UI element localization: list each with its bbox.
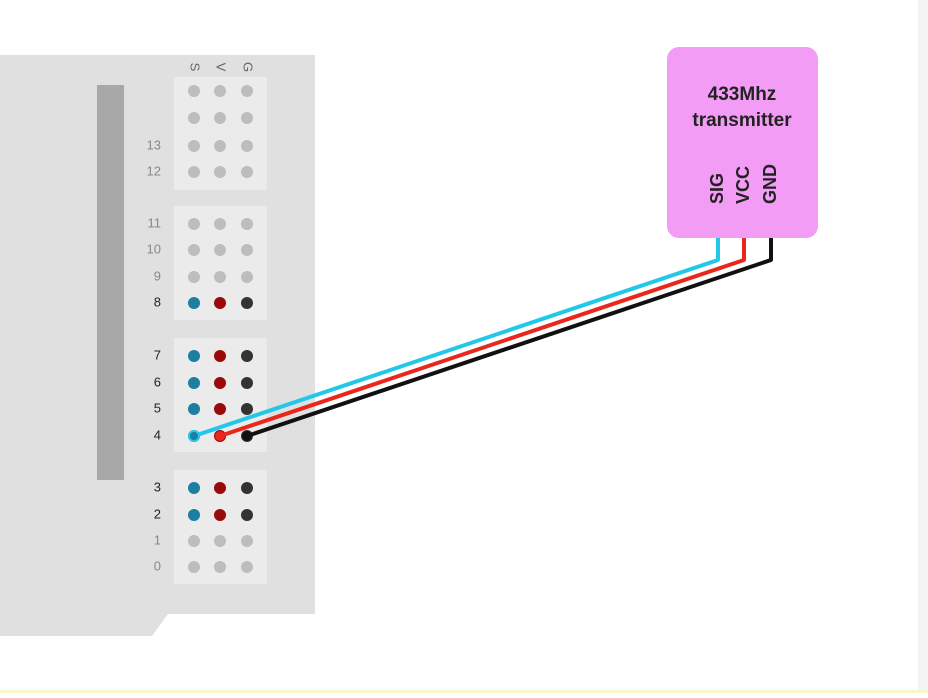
board-rail: [97, 85, 124, 480]
pin-ground-dot[interactable]: [241, 85, 253, 97]
pin-power-dot[interactable]: [214, 535, 226, 547]
pin-row-10: 10: [147, 241, 253, 256]
header-label-s: S: [188, 63, 203, 72]
transmitter-module: 433Mhz transmitter SIG VCC GND: [667, 47, 818, 238]
pin-label: 10: [147, 241, 161, 256]
pin-row-7: 7: [154, 347, 253, 362]
pin-signal-dot[interactable]: [188, 350, 200, 362]
pin-power-dot[interactable]: [214, 271, 226, 283]
header-label-v: V: [214, 63, 229, 72]
pin-ground-dot[interactable]: [241, 350, 253, 362]
transmitter-title-line2: transmitter: [692, 110, 792, 131]
pin-power-dot[interactable]: [214, 377, 226, 389]
pin-signal-dot[interactable]: [188, 140, 200, 152]
pin-signal-dot[interactable]: [188, 244, 200, 256]
pin-signal-dot[interactable]: [188, 297, 200, 309]
pin-signal-dot[interactable]: [188, 218, 200, 230]
pin-row-1: 1: [154, 532, 253, 547]
transmitter-pin-gnd: GND: [760, 164, 780, 204]
pin-power-dot[interactable]: [214, 244, 226, 256]
pin-label: 6: [154, 374, 161, 389]
pin-row-3: 3: [154, 479, 253, 494]
pin-power-dot[interactable]: [214, 509, 226, 521]
pin-row-12: 12: [147, 163, 253, 178]
bottom-border: [0, 690, 928, 693]
pin-signal-dot[interactable]: [188, 377, 200, 389]
pin-label: 12: [147, 163, 161, 178]
pin-row-2: 2: [154, 506, 253, 521]
pin-row-8: 8: [154, 294, 253, 309]
pin-ground-dot[interactable]: [241, 509, 253, 521]
pin-ground-dot[interactable]: [241, 166, 253, 178]
pin-row-0: 0: [154, 558, 253, 573]
pin-label: 9: [154, 268, 161, 283]
pin-signal-dot[interactable]: [188, 561, 200, 573]
pin-label: 3: [154, 479, 161, 494]
pin-ground-dot[interactable]: [241, 244, 253, 256]
pin-row-5: 5: [154, 400, 253, 415]
pin-power-dot[interactable]: [214, 297, 226, 309]
transmitter-title-line1: 433Mhz: [708, 84, 777, 105]
pin-signal-dot[interactable]: [188, 403, 200, 415]
pin-power-dot[interactable]: [214, 85, 226, 97]
pin-label: 11: [148, 215, 162, 230]
pin-signal-dot[interactable]: [188, 535, 200, 547]
pin-ground-dot[interactable]: [241, 297, 253, 309]
pin-ground-dot[interactable]: [241, 482, 253, 494]
pin-power-dot[interactable]: [214, 350, 226, 362]
wire-end-power: [215, 431, 225, 441]
pin-ground-dot[interactable]: [241, 112, 253, 124]
header-label-g: G: [241, 62, 256, 72]
pin-ground-dot[interactable]: [241, 140, 253, 152]
pin-label: 4: [154, 427, 161, 442]
pin-signal-dot[interactable]: [188, 112, 200, 124]
pin-power-dot[interactable]: [214, 482, 226, 494]
pin-power-dot[interactable]: [214, 140, 226, 152]
pin-label: 13: [147, 137, 161, 152]
pin-signal-dot[interactable]: [188, 271, 200, 283]
pin-row-6: 6: [154, 374, 253, 389]
scroll-edge: [918, 0, 928, 693]
pin-power-dot[interactable]: [214, 218, 226, 230]
pin-signal-dot[interactable]: [188, 482, 200, 494]
pin-ground-dot[interactable]: [241, 377, 253, 389]
pin-label: 0: [154, 558, 161, 573]
transmitter-pin-sig: SIG: [707, 173, 727, 204]
pin-ground-dot[interactable]: [241, 218, 253, 230]
pin-row-9: 9: [154, 268, 253, 283]
pin-row-13: 13: [147, 137, 253, 152]
wire-end-ground: [242, 431, 252, 441]
pin-signal-dot[interactable]: [188, 85, 200, 97]
transmitter-body: [667, 47, 818, 238]
wire-end-signal: [188, 430, 200, 442]
pin-ground-dot[interactable]: [241, 561, 253, 573]
pin-ground-dot[interactable]: [241, 535, 253, 547]
pin-signal-dot[interactable]: [188, 509, 200, 521]
pin-label: 5: [154, 400, 161, 415]
pin-label: 2: [154, 506, 161, 521]
pin-ground-dot[interactable]: [241, 271, 253, 283]
pin-label: 1: [154, 532, 161, 547]
pin-signal-dot[interactable]: [188, 166, 200, 178]
pin-row-11: 11: [148, 215, 253, 230]
pin-label: 7: [154, 347, 161, 362]
pin-label: 8: [154, 294, 161, 309]
pin-row-unlabeled: [188, 112, 253, 124]
pin-ground-dot[interactable]: [241, 403, 253, 415]
pin-power-dot[interactable]: [214, 403, 226, 415]
transmitter-pin-vcc: VCC: [733, 166, 753, 204]
pin-power-dot[interactable]: [214, 561, 226, 573]
pin-power-dot[interactable]: [214, 112, 226, 124]
pin-power-dot[interactable]: [214, 166, 226, 178]
pin-row-unlabeled: [188, 85, 253, 97]
